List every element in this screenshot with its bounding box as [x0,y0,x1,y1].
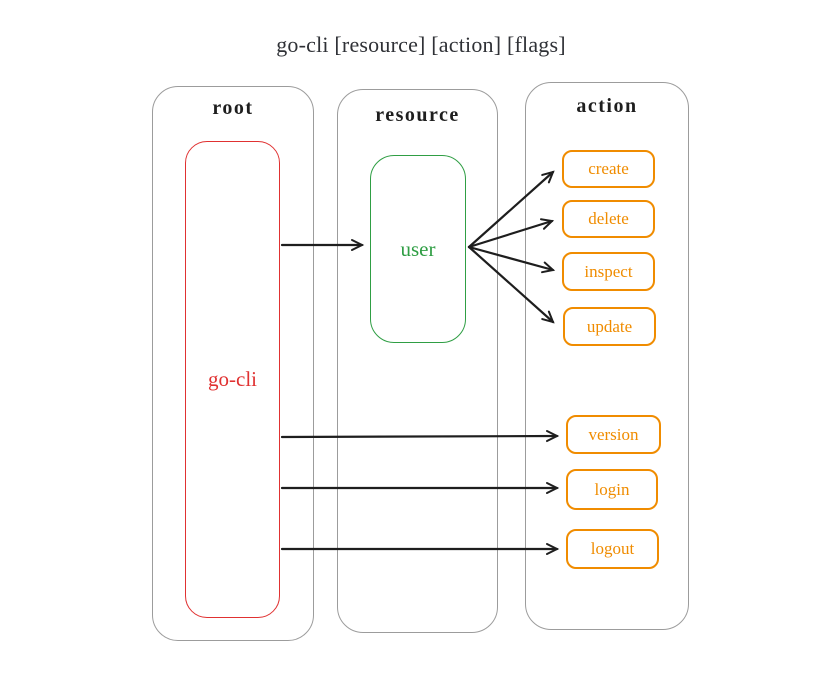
group-header-action: action [576,95,638,117]
diagram-title: go-cli [resource] [action] [flags] [276,32,566,57]
node-user-label: user [400,236,436,261]
node-version-label: version [588,424,639,444]
node-go-cli-label: go-cli [208,367,257,391]
node-user: user [370,155,466,343]
node-inspect-label: inspect [584,261,633,281]
node-update-label: update [586,316,633,336]
node-login-label: login [594,479,630,499]
node-create: create [562,150,655,188]
node-go-cli: go-cli [185,141,280,618]
node-delete: delete [562,200,655,238]
node-inspect: inspect [562,252,655,291]
node-login: login [566,469,658,510]
node-create-label: create [588,159,629,178]
group-header-root: root [212,97,254,119]
node-update: update [563,307,656,346]
node-logout: logout [566,529,659,569]
node-delete-label: delete [588,209,629,228]
node-version: version [566,415,661,454]
node-logout-label: logout [590,539,635,558]
group-header-resource: resource [375,104,460,126]
